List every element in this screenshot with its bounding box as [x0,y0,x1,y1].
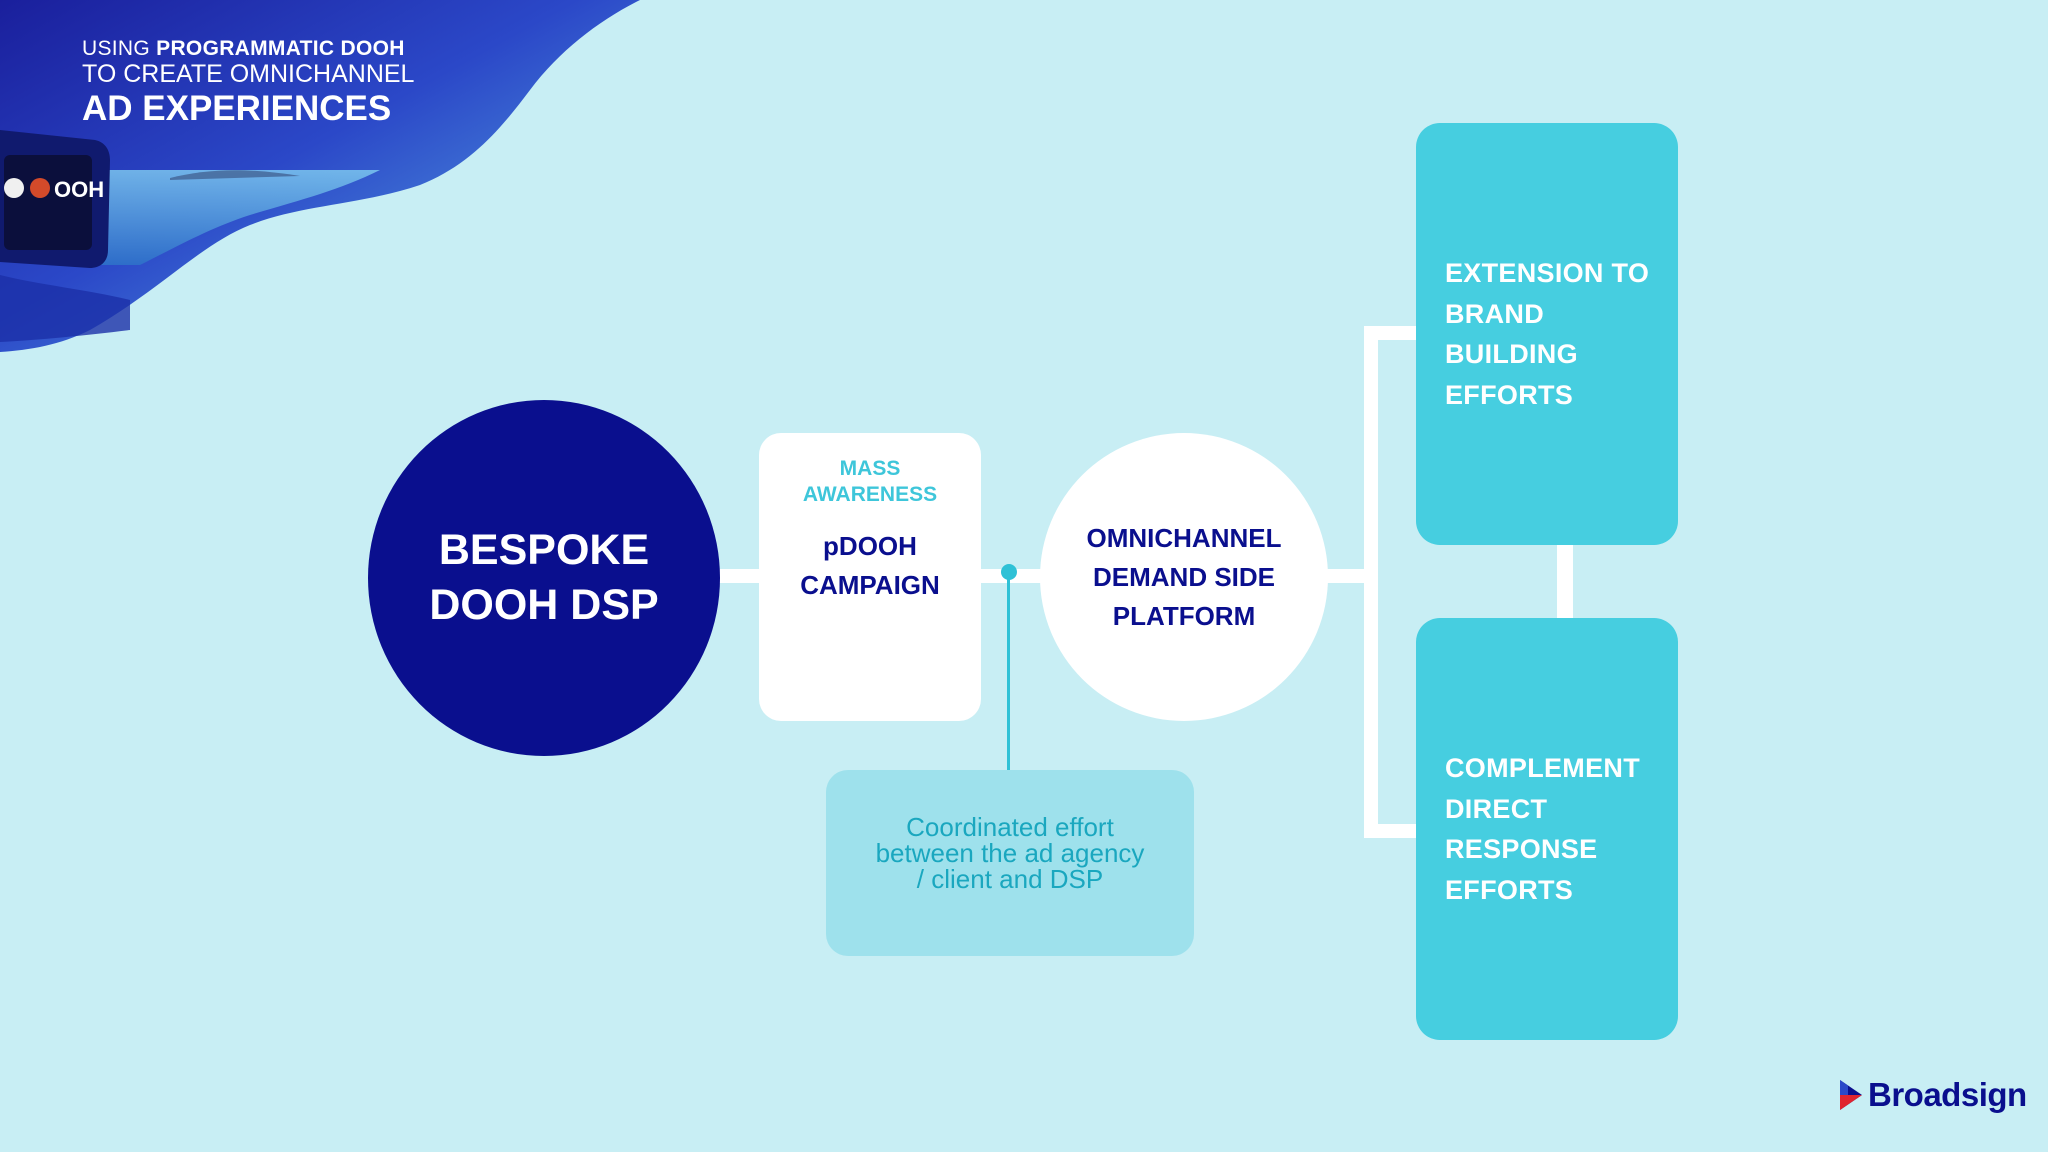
callout-connector [1007,572,1010,794]
title-line-3: AD EXPERIENCES [82,89,392,128]
outcome-direct-response: COMPLEMENT DIRECT RESPONSE EFFORTS [1416,618,1678,1040]
outcome-1-line-4: EFFORTS [1445,379,1574,410]
mass-awareness-tag: MASS AWARENESS [759,456,981,509]
outcome-1-line-2: BRAND [1445,298,1544,329]
connector-outcomes [1557,540,1573,620]
campaign-title-line-2: CAMPAIGN [800,569,940,600]
broadsign-play-icon [1840,1080,1862,1110]
bespoke-line-2: DOOH DSP [429,581,659,629]
coordination-note: Coordinated effort between the ad agency… [826,770,1194,956]
ooh-screen-badge: OOH [4,177,104,202]
platform-line-2: DEMAND SIDE [1092,561,1275,592]
connector-source-campaign [715,569,763,583]
connector-branch-top [1364,326,1420,340]
omnichannel-dsp-node: OMNICHANNEL DEMAND SIDE PLATFORM [1040,433,1328,721]
broadsign-wordmark: Broadsign [1868,1076,2027,1113]
title-line-1: USING PROGRAMMATIC DOOH [82,37,405,60]
platform-line-1: OMNICHANNEL [1086,522,1282,553]
bespoke-line-1: BESPOKE [438,525,650,574]
outcome-2-line-2: DIRECT [1445,793,1548,824]
svg-text:OOH: OOH [54,177,104,202]
note-line-1: Coordinated effort [906,812,1114,842]
outcome-2-line-3: RESPONSE [1445,834,1598,864]
outcome-brand-building: EXTENSION TO BRAND BUILDING EFFORTS [1416,123,1678,545]
broadsign-logo: Broadsign [1838,1076,2027,1114]
pdooh-campaign-card: MASS AWARENESS pDOOH CAMPAIGN [759,433,981,721]
tag-line-2: AWARENESS [802,483,938,507]
platform-line-3: PLATFORM [1112,600,1256,631]
tag-line-1: MASS [839,457,901,480]
slide-title: USING PROGRAMMATIC DOOH TO CREATE OMNICH… [82,38,414,126]
outcome-1-line-1: EXTENSION TO [1445,258,1650,288]
note-line-3: / client and DSP [916,864,1104,894]
outcome-1-line-3: BUILDING [1445,339,1578,369]
title-line-2: TO CREATE OMNICHANNEL [82,60,415,88]
outcome-2-line-1: COMPLEMENT [1445,753,1640,783]
header-photo: OOH [0,0,640,352]
connector-branch-vertical [1364,326,1378,838]
connector-platform-branch [1324,569,1370,583]
callout-dot-top [1001,564,1017,580]
connector-branch-bottom [1364,824,1420,838]
campaign-title-line-1: pDOOH [823,530,917,561]
outcome-2-line-4: EFFORTS [1445,874,1574,905]
bespoke-dsp-node: BESPOKE DOOH DSP [368,400,720,756]
note-line-2: between the ad agency [875,838,1145,868]
campaign-title: pDOOH CAMPAIGN [759,527,981,605]
